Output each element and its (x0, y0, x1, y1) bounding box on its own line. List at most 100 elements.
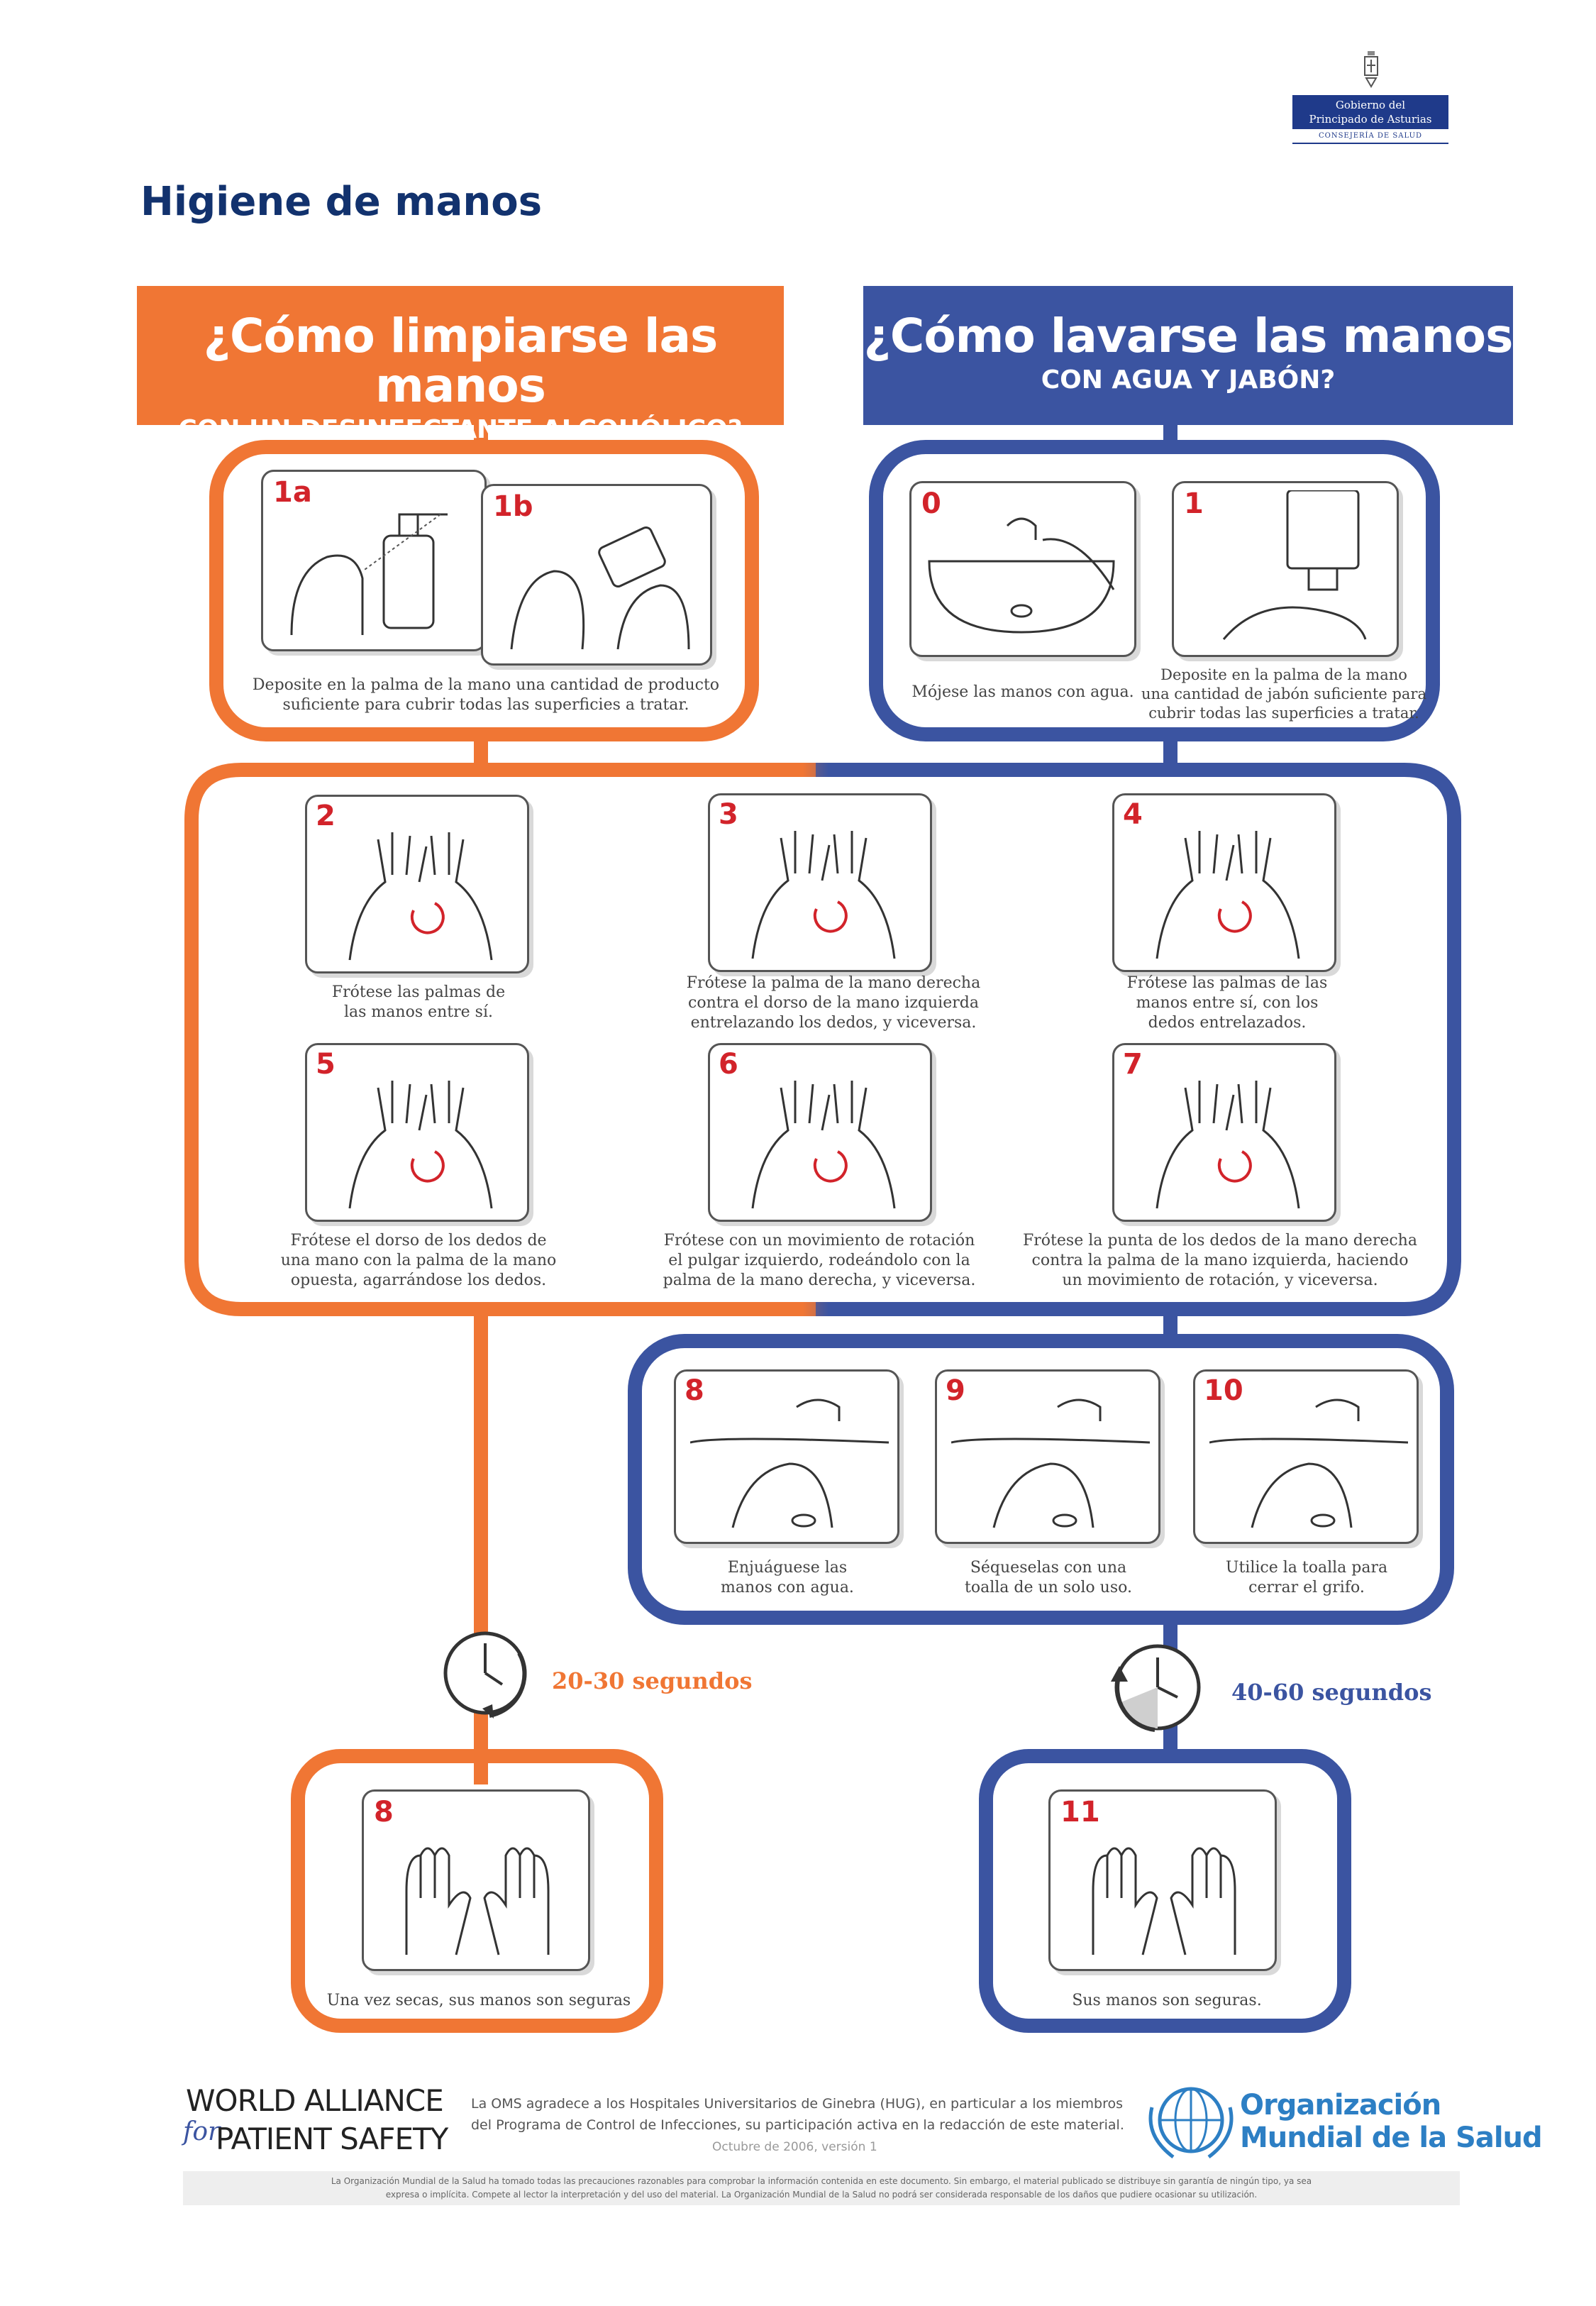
alliance-line1: WORLD ALLIANCE (186, 2083, 444, 2118)
step-number: 3 (719, 798, 738, 831)
right-header-title: ¿Cómo lavarse las manos (863, 309, 1514, 363)
caption-line: toalla de un solo uso. (965, 1579, 1132, 1596)
caption-line: cubrir todas las superficies a tratar. (1148, 705, 1419, 722)
step-number: 8 (374, 1796, 394, 1828)
step-number: 9 (946, 1374, 965, 1407)
who-line2: Mundial de la Salud (1240, 2122, 1543, 2154)
caption-line: Frótese la punta de los dedos de la mano… (1023, 1232, 1417, 1249)
caption-line: las manos entre sí. (344, 1003, 493, 1021)
caption-line: contra el dorso de la mano izquierda (688, 994, 979, 1012)
clock-icon (443, 1631, 527, 1719)
step-0-caption: Mójese las manos con agua. (911, 683, 1134, 701)
step-number: 2 (316, 800, 336, 832)
pump-dispenser-icon (290, 513, 448, 636)
caption-line: manos entre sí, con los (1136, 994, 1319, 1012)
caption-line: Frótese el dorso de los dedos de (290, 1232, 547, 1249)
step-number: 7 (1123, 1048, 1143, 1081)
logo-line1: Gobierno del (1335, 99, 1406, 111)
ack-line: del Programa de Control de Infecciones, … (471, 2117, 1124, 2133)
disclaimer-line: La Organización Mundial de la Salud ha t… (331, 2176, 1312, 2186)
disclaimer-line: expresa o implícita. Compete al lector l… (385, 2190, 1258, 2200)
step-number: 6 (719, 1048, 738, 1081)
right-header-subtitle: CON AGUA Y JABÓN? (1041, 365, 1336, 395)
step-1a-card: 1a (261, 470, 487, 651)
step-number: 8 (685, 1374, 704, 1407)
step-4-card: 4 (1112, 793, 1336, 972)
step-number: 1 (1184, 487, 1204, 520)
final-left-caption: Una vez secas, sus manos son seguras (326, 1992, 631, 2009)
page-title: Higiene de manos (140, 179, 543, 225)
left-header: ¿Cómo limpiarse las manos CON UN DESINFE… (137, 286, 784, 444)
step-5-caption: Frótese el dorso de los dedos de una man… (266, 1231, 571, 1291)
step-8-rinse-card: 8 (674, 1369, 899, 1544)
caption-line: Deposite en la palma de la mano (1160, 666, 1407, 683)
caption-line: cerrar el grifo. (1248, 1579, 1365, 1596)
rubbing-hands-icon (751, 831, 896, 959)
rubbing-hands-icon (1156, 831, 1300, 959)
step-number: 0 (921, 487, 941, 520)
ack-line: La OMS agradece a los Hospitales Univers… (471, 2096, 1124, 2112)
footer-date: Octubre de 2006, versión 1 (712, 2140, 877, 2154)
rinse-icon (951, 1399, 1150, 1528)
crest-icon (1364, 51, 1378, 88)
acknowledgement: La OMS agradece a los Hospitales Univers… (471, 2093, 1138, 2136)
rubbing-hands-icon (348, 1081, 493, 1209)
step-4-caption: Frótese las palmas de las manos entre sí… (1029, 973, 1426, 1033)
step-2-caption: Frótese las palmas de las manos entre sí… (266, 983, 571, 1022)
rinse-icon (1209, 1399, 1408, 1528)
step-7-caption: Frótese la punta de los dedos de la mano… (1021, 1231, 1419, 1291)
caption-line: suficiente para cubrir todas las superfi… (282, 696, 689, 714)
caption-line: opuesta, agarrándose los dedos. (290, 1271, 547, 1289)
step-3-card: 3 (708, 793, 932, 972)
step-9-rinse-caption: Séqueselas con una toalla de un solo uso… (942, 1558, 1155, 1598)
caption-line: palma de la mano derecha, y viceversa. (663, 1271, 976, 1289)
clock-icon (1111, 1644, 1201, 1732)
sink-faucet-icon (928, 517, 1115, 634)
step-number: 10 (1204, 1374, 1243, 1407)
step-1-soap-caption: Deposite en la palma de la mano una cant… (1135, 666, 1433, 723)
rubbing-hands-icon (348, 832, 493, 961)
step-7-card: 7 (1112, 1043, 1336, 1222)
step-number: 1a (273, 476, 312, 509)
caption-line: manos con agua. (721, 1579, 854, 1596)
caption-line: dedos entrelazados. (1148, 1014, 1307, 1032)
clean-hands-icon (1092, 1847, 1236, 1955)
caption-line: Séqueselas con una (970, 1559, 1127, 1577)
caption-line: contra la palma de la mano izquierda, ha… (1031, 1252, 1409, 1269)
caption-line: Frótese las palmas de (331, 983, 506, 1001)
step-6-card: 6 (708, 1043, 932, 1222)
step-number: 4 (1123, 798, 1143, 831)
caption-line: una cantidad de jabón suficiente para (1141, 685, 1426, 702)
rubbing-hands-icon (751, 1081, 896, 1209)
step-6-caption: Frótese con un movimiento de rotación el… (653, 1231, 986, 1291)
caption-line: Enjuáguese las (727, 1559, 848, 1577)
step-9-rinse-card: 9 (935, 1369, 1160, 1544)
timer-left-label: 20-30 segundos (552, 1667, 753, 1694)
caption-line: entrelazando los dedos, y viceversa. (690, 1014, 977, 1032)
caption-line: un movimiento de rotación, y viceversa. (1062, 1271, 1378, 1289)
final-right-caption: Sus manos son seguras. (1072, 1992, 1262, 2009)
alliance-for: for (183, 2117, 221, 2146)
step-2-card: 2 (305, 795, 529, 973)
step-1-caption: Deposite en la palma de la mano una cant… (234, 675, 738, 715)
logo-line3: CONSEJERÍA DE SALUD (1292, 132, 1448, 144)
timer-right-label: 40-60 segundos (1231, 1679, 1432, 1706)
caption-line: Frótese con un movimiento de rotación (663, 1232, 975, 1249)
who-line1: Organización (1240, 2089, 1441, 2122)
final-right-card: 11 (1048, 1789, 1277, 1971)
step-3-caption: Frótese la palma de la mano derecha cont… (667, 973, 1000, 1033)
left-header-title: ¿Cómo limpiarse las manos (203, 309, 719, 413)
who-emblem-icon (1148, 2087, 1234, 2158)
soap-dispenser-icon (1222, 490, 1367, 640)
step-number: 1b (493, 490, 533, 523)
step-8-rinse-caption: Enjuáguese las manos con agua. (681, 1558, 894, 1598)
rubbing-hands-icon (1156, 1081, 1300, 1209)
step-10-rinse-caption: Utilice la toalla para cerrar el grifo. (1200, 1558, 1413, 1598)
final-left-card: 8 (362, 1789, 590, 1971)
caption-line: Frótese la palma de la mano derecha (686, 974, 981, 992)
logo-bar: Gobierno del Principado de Asturias (1292, 95, 1448, 129)
step-1b-card: 1b (481, 484, 712, 666)
step-number: 5 (316, 1048, 336, 1081)
caption-line: una mano con la palma de la mano (280, 1252, 557, 1269)
step-0-card: 0 (909, 481, 1136, 657)
